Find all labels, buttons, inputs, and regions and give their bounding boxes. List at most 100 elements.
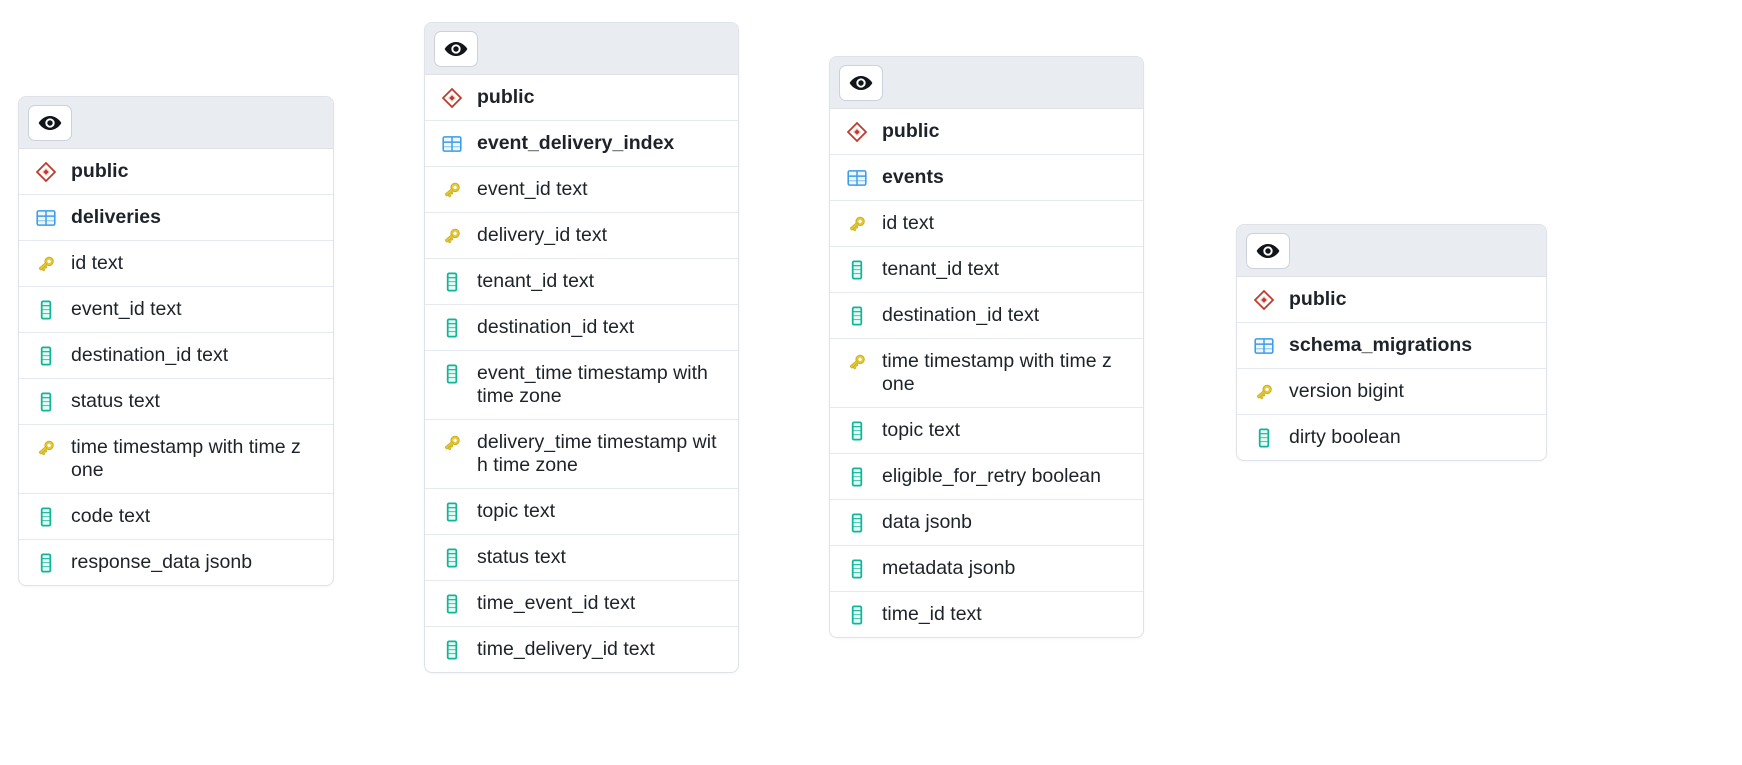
column-row-label: event_id text (71, 298, 182, 320)
column-icon (1249, 415, 1279, 449)
column-icon (842, 247, 872, 281)
column-row-label: destination_id text (71, 344, 229, 366)
table-name-row[interactable]: deliveries (19, 195, 333, 241)
visibility-toggle-button[interactable] (28, 104, 72, 141)
column-icon (437, 627, 467, 661)
column-row-label: time_id text (882, 603, 982, 625)
eye-icon (443, 36, 469, 62)
column-row-label: time_delivery_id text (477, 638, 655, 660)
primary-key-column-row[interactable]: delivery_id text (425, 213, 738, 259)
table-name-row-label: events (882, 166, 944, 188)
table-card-events: public events id text tenant_id text destina… (829, 56, 1144, 638)
column-row[interactable]: destination_id text (19, 333, 333, 379)
primary-key-column-row-label: id text (71, 252, 124, 274)
column-row-label: destination_id text (477, 316, 635, 338)
column-row-label: destination_id text (882, 304, 1040, 326)
column-row-label: code text (71, 505, 151, 527)
column-row[interactable]: event_id text (19, 287, 333, 333)
column-row[interactable]: status text (425, 535, 738, 581)
column-row-label: topic text (882, 419, 961, 441)
column-row[interactable]: destination_id text (425, 305, 738, 351)
table-grid-icon (1249, 323, 1279, 357)
primary-key-column-row[interactable]: version bigint (1237, 369, 1546, 415)
schema-row[interactable]: public (19, 149, 333, 195)
column-icon (842, 546, 872, 580)
column-icon (437, 259, 467, 293)
column-icon (437, 581, 467, 615)
table-name-row-label: event_delivery_index (477, 132, 675, 154)
column-row-label: time_event_id text (477, 592, 636, 614)
schema-row-label: public (477, 86, 535, 108)
visibility-toggle-button[interactable] (1246, 232, 1290, 269)
column-row[interactable]: time_event_id text (425, 581, 738, 627)
schema-row[interactable]: public (830, 109, 1143, 155)
column-row[interactable]: event_time timestamp with time zone (425, 351, 738, 420)
schema-row[interactable]: public (1237, 277, 1546, 323)
visibility-toggle-button[interactable] (434, 30, 478, 67)
visibility-toggle-button[interactable] (839, 64, 883, 101)
card-header (1237, 225, 1546, 277)
column-row[interactable]: dirty boolean (1237, 415, 1546, 460)
column-icon (31, 540, 61, 574)
primary-key-column-row[interactable]: delivery_time timestamp wit h time zone (425, 420, 738, 489)
schema-diamond-icon (1249, 277, 1279, 311)
table-name-row[interactable]: events (830, 155, 1143, 201)
schema-diamond-icon (31, 149, 61, 183)
primary-key-column-row[interactable]: time timestamp with time z one (830, 339, 1143, 408)
primary-key-column-row-label: delivery_time timestamp wit h time zone (477, 431, 717, 476)
column-icon (842, 408, 872, 442)
column-icon (842, 454, 872, 488)
card-header (19, 97, 333, 149)
column-row[interactable]: metadata jsonb (830, 546, 1143, 592)
column-row[interactable]: topic text (830, 408, 1143, 454)
primary-key-column-row[interactable]: id text (19, 241, 333, 287)
column-row[interactable]: eligible_for_retry boolean (830, 454, 1143, 500)
column-icon (31, 287, 61, 321)
column-row[interactable]: topic text (425, 489, 738, 535)
column-icon (437, 535, 467, 569)
column-icon (31, 379, 61, 413)
eye-icon (37, 110, 63, 136)
schema-diamond-icon (437, 75, 467, 109)
key-icon (1249, 369, 1279, 403)
column-row[interactable]: data jsonb (830, 500, 1143, 546)
table-grid-icon (31, 195, 61, 229)
column-row-label: eligible_for_retry boolean (882, 465, 1101, 487)
primary-key-column-row-label: time timestamp with time z one (882, 350, 1112, 395)
column-row[interactable]: tenant_id text (830, 247, 1143, 293)
schema-row-label: public (882, 120, 940, 142)
primary-key-column-row[interactable]: id text (830, 201, 1143, 247)
column-row-label: metadata jsonb (882, 557, 1016, 579)
column-row-label: tenant_id text (882, 258, 1000, 280)
schema-diamond-icon (842, 109, 872, 143)
column-row-label: status text (477, 546, 566, 568)
column-row-label: topic text (477, 500, 556, 522)
card-header (830, 57, 1143, 109)
column-row[interactable]: time_id text (830, 592, 1143, 637)
table-card-event_delivery_index: public event_delivery_index event_id text d… (424, 22, 739, 673)
key-icon (437, 167, 467, 201)
primary-key-column-row-label: delivery_id text (477, 224, 608, 246)
primary-key-column-row[interactable]: event_id text (425, 167, 738, 213)
column-row-label: dirty boolean (1289, 426, 1401, 448)
column-row-label: response_data jsonb (71, 551, 253, 573)
key-icon (437, 213, 467, 247)
schema-row[interactable]: public (425, 75, 738, 121)
primary-key-column-row[interactable]: time timestamp with time z one (19, 425, 333, 494)
column-row[interactable]: time_delivery_id text (425, 627, 738, 672)
column-row-label: tenant_id text (477, 270, 595, 292)
column-row[interactable]: tenant_id text (425, 259, 738, 305)
column-icon (842, 293, 872, 327)
column-row[interactable]: code text (19, 494, 333, 540)
column-icon (437, 351, 467, 385)
column-row[interactable]: status text (19, 379, 333, 425)
column-row[interactable]: destination_id text (830, 293, 1143, 339)
column-row[interactable]: response_data jsonb (19, 540, 333, 585)
table-name-row[interactable]: event_delivery_index (425, 121, 738, 167)
table-grid-icon (437, 121, 467, 155)
primary-key-column-row-label: id text (882, 212, 935, 234)
table-name-row[interactable]: schema_migrations (1237, 323, 1546, 369)
primary-key-column-row-label: version bigint (1289, 380, 1404, 402)
table-grid-icon (842, 155, 872, 189)
